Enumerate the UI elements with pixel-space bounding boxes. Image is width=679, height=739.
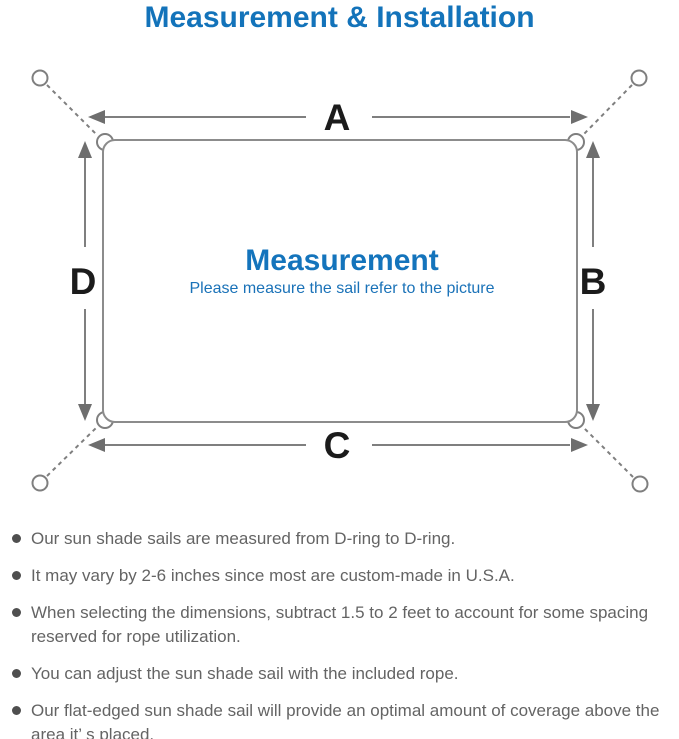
- anchor-point-circle-top-right: [630, 69, 648, 87]
- dimension-arrow-right: B: [580, 141, 607, 421]
- dimension-arrow-left: D: [70, 141, 97, 421]
- list-item: You can adjust the sun shade sail with t…: [12, 662, 670, 686]
- bullet-dot-icon: [12, 571, 21, 580]
- anchor-point-circle-bottom-right: [631, 475, 649, 493]
- arrowhead-up-icon: [586, 141, 600, 158]
- page-title: Measurement & Installation: [144, 1, 535, 34]
- dimension-label-a: A: [324, 97, 351, 138]
- arrowhead-up-icon: [78, 141, 92, 158]
- bullet-dot-icon: [12, 669, 21, 678]
- anchor-point-circle-bottom-left: [31, 474, 49, 492]
- arrowhead-down-icon: [586, 404, 600, 421]
- arrowhead-left-icon: [88, 438, 105, 452]
- note-text: When selecting the dimensions, subtract …: [31, 603, 649, 646]
- arrowhead-right-icon: [571, 438, 588, 452]
- note-text: Our sun shade sails are measured from D-…: [31, 529, 456, 548]
- dimension-arrow-top: A: [88, 97, 588, 138]
- dimension-arrow-bottom: C: [88, 425, 588, 466]
- list-item: When selecting the dimensions, subtract …: [12, 601, 670, 649]
- bullet-dot-icon: [12, 534, 21, 543]
- sail-outline: [102, 139, 578, 423]
- rope-dashed-line-top-left: [46, 84, 97, 135]
- notes-list: Our sun shade sails are measured from D-…: [12, 527, 670, 739]
- arrowhead-left-icon: [88, 110, 105, 124]
- note-text: You can adjust the sun shade sail with t…: [31, 664, 459, 683]
- dimension-label-d: D: [70, 261, 97, 302]
- arrowhead-down-icon: [78, 404, 92, 421]
- list-item: Our flat-edged sun shade sail will provi…: [12, 699, 670, 739]
- rope-dashed-line-bottom-left: [46, 427, 97, 477]
- note-text: It may vary by 2-6 inches since most are…: [31, 566, 515, 585]
- dimension-label-c: C: [324, 425, 351, 466]
- bullet-dot-icon: [12, 706, 21, 715]
- list-item: Our sun shade sails are measured from D-…: [12, 527, 670, 551]
- arrowhead-right-icon: [571, 110, 588, 124]
- note-text: Our flat-edged sun shade sail will provi…: [31, 701, 660, 739]
- bullet-dot-icon: [12, 608, 21, 617]
- dimension-label-b: B: [580, 261, 607, 302]
- anchor-point-circle-top-left: [31, 69, 49, 87]
- rope-dashed-line-bottom-right: [583, 427, 634, 478]
- list-item: It may vary by 2-6 inches since most are…: [12, 564, 670, 588]
- rope-dashed-line-top-right: [583, 84, 633, 135]
- measurement-diagram: A C D B Measurement Please meas: [31, 69, 649, 493]
- diagram-center-title: Measurement: [245, 244, 438, 277]
- diagram-center-subtitle: Please measure the sail refer to the pic…: [189, 280, 494, 297]
